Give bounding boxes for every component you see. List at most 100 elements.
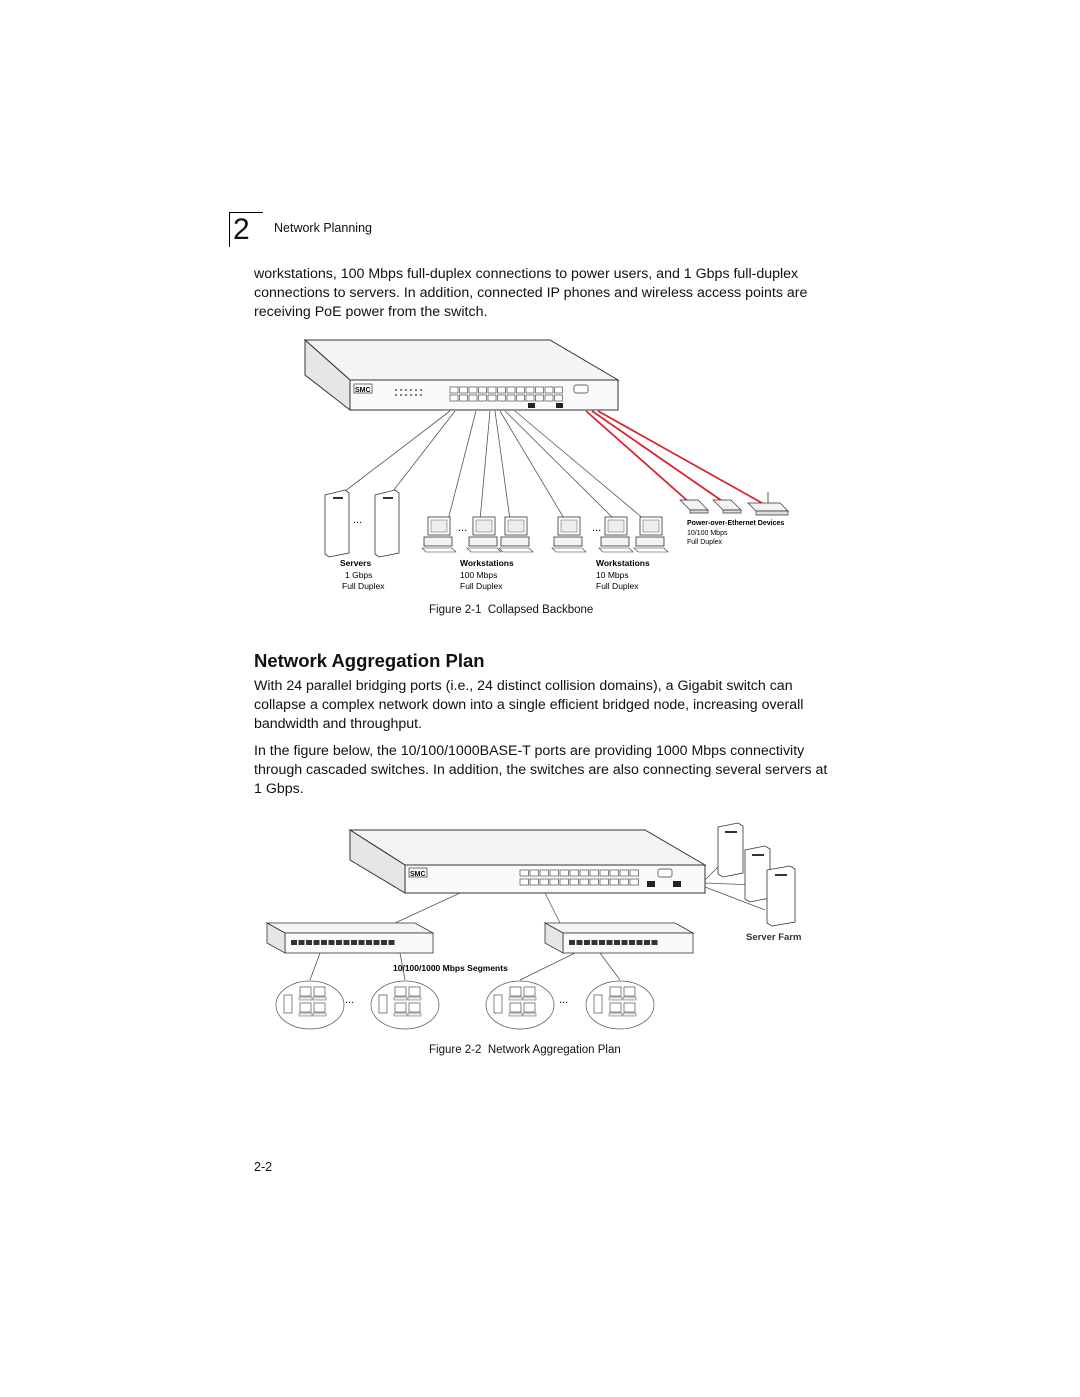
section-paragraph-1: With 24 parallel bridging ports (i.e., 2… — [254, 678, 804, 732]
screen-shape — [607, 519, 625, 533]
workstation-icon — [421, 516, 457, 553]
rj45-port — [539, 878, 549, 886]
rj45-port — [519, 878, 529, 886]
rj45-port — [449, 386, 459, 394]
rj45-port — [351, 940, 357, 945]
rj45-port — [519, 869, 529, 877]
cables — [309, 859, 766, 981]
rj45-port — [591, 940, 598, 945]
mini-workstation-base — [393, 996, 408, 1001]
rj45-port — [539, 869, 549, 877]
base-unit-shape — [423, 536, 453, 547]
rj45-port — [459, 394, 468, 402]
rj45-port — [619, 878, 629, 886]
mini-workstation — [313, 1002, 326, 1013]
poe-devices-duplex: Full Duplex — [687, 539, 723, 546]
server-icon — [374, 489, 400, 558]
rj45-port — [599, 940, 605, 945]
rj45-port — [619, 869, 629, 877]
switch-logo-box — [353, 383, 373, 394]
rj45-port — [506, 394, 516, 402]
figure1-caption-title: Collapsed Backbone — [487, 604, 594, 616]
workstations-100-duplex: Full Duplex — [460, 581, 503, 591]
workstations-100-label: Workstations — [460, 558, 514, 568]
ellipsis: ... — [592, 522, 601, 534]
segment-cluster — [585, 980, 655, 1030]
core-switch-port-block — [519, 868, 681, 887]
edge-switch-left — [265, 922, 435, 954]
rj45-port — [328, 940, 335, 945]
section-paragraph-2: In the figure below, the 10/100/1000BASE… — [254, 743, 828, 797]
base-unit-shape — [468, 536, 498, 547]
mini-workstation — [394, 986, 407, 997]
chapter-title: Network Planning — [274, 221, 372, 235]
rj45-port — [576, 940, 583, 945]
mini-workstation — [299, 986, 312, 997]
mini-workstation — [509, 1002, 522, 1013]
mini-workstation — [609, 986, 622, 997]
rj45-port — [579, 869, 589, 877]
keyboard-shape — [421, 547, 457, 553]
chapter-number: 2 — [229, 212, 263, 247]
mini-workstation — [609, 1002, 622, 1013]
workstations-10-speed: 10 Mbps — [596, 570, 629, 580]
sfp-port — [673, 881, 681, 887]
screen-shape — [475, 519, 493, 533]
rj45-port — [544, 386, 554, 394]
sfp-port — [647, 881, 655, 887]
base-unit-shape — [553, 536, 583, 547]
workstation-icon — [633, 516, 669, 553]
figure2-caption-prefix: Figure 2-2 — [429, 1044, 482, 1056]
mini-workstation — [509, 986, 522, 997]
rj45-port — [609, 878, 619, 886]
ip-phone-icon — [679, 499, 709, 514]
rj45-port — [497, 394, 506, 402]
workstation-icon — [498, 516, 534, 553]
status-led — [405, 394, 407, 396]
servers-label: Servers — [340, 558, 371, 568]
rj45-port — [487, 394, 497, 402]
segment-cluster — [370, 980, 440, 1030]
mini-server — [283, 994, 293, 1014]
mini-workstation — [408, 1002, 421, 1013]
status-led — [400, 394, 402, 396]
rj45-port — [569, 878, 579, 886]
intro-paragraph: workstations, 100 Mbps full-duplex conne… — [254, 266, 808, 320]
switch-port-block — [395, 386, 563, 402]
rj45-port — [291, 940, 297, 945]
status-led — [400, 389, 402, 391]
rj45-port — [535, 394, 544, 402]
rj45-port — [554, 394, 563, 402]
rj45-port — [459, 386, 468, 394]
mini-workstation-base — [622, 1012, 637, 1017]
rj45-port — [388, 940, 395, 945]
status-led — [410, 389, 412, 391]
rj45-port — [549, 878, 559, 886]
server-icon — [766, 865, 796, 927]
rj45-port — [298, 940, 305, 945]
segments-label: 10/100/1000 Mbps Segments — [393, 963, 508, 973]
rj45-port — [629, 869, 639, 877]
rj45-port — [584, 940, 590, 945]
switch-sfp-port — [528, 403, 535, 408]
core-switch-top — [348, 829, 707, 866]
mini-server — [493, 994, 503, 1014]
mini-workstation — [523, 1002, 536, 1013]
mini-workstation-base — [522, 1012, 537, 1017]
workstations-10-label: Workstations — [596, 558, 650, 568]
workstations-100-speed: 100 Mbps — [460, 570, 497, 580]
ellipsis: ... — [353, 514, 362, 526]
server-icon — [744, 845, 771, 903]
rj45-port — [478, 394, 487, 402]
rj45-port — [554, 386, 563, 394]
switch-sfp-port — [556, 403, 563, 408]
rj45-port — [606, 940, 613, 945]
figure-collapsed-backbone: SMC ... ... ... — [303, 338, 789, 591]
rj45-port — [569, 869, 579, 877]
mini-workstation — [623, 986, 636, 997]
poe-devices-label: Power-over-Ethernet Devices — [687, 520, 784, 527]
core-switch-logo-box — [408, 867, 428, 878]
workstation-group — [421, 516, 669, 553]
status-led — [395, 389, 397, 391]
mini-workstation — [623, 1002, 636, 1013]
